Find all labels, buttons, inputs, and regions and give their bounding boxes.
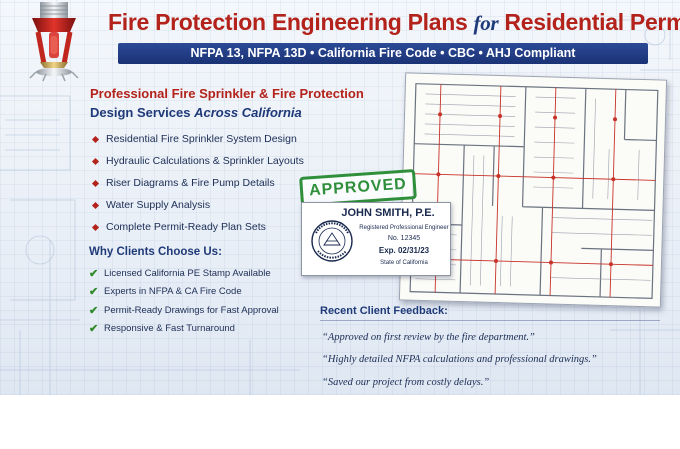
page-title: Fire Protection Engineering Plans for Re… [108,9,680,36]
subtitle-line-1: Professional Fire Sprinkler & Fire Prote… [90,86,364,101]
service-text: Residential Fire Sprinkler System Design [106,133,297,145]
list-item: ✔ Responsive & Fast Turnaround [89,320,279,339]
standards-banner: NFPA 13, NFPA 13D • California Fire Code… [118,43,648,64]
service-text: Hydraulic Calculations & Sprinkler Layou… [106,155,304,167]
why-text: Experts in NFPA & CA Fire Code [104,286,242,298]
red-diamond-bullet-icon [91,157,100,165]
services-list: Residential Fire Sprinkler System Design… [91,128,304,238]
services-subtitle: Professional Fire Sprinkler & Fire Prote… [90,84,364,122]
feedback-list: “Approved on first review by the fire de… [322,326,597,394]
list-item: “Saved our project from costly delays.” [322,376,490,388]
feedback-heading: Recent Client Feedback: [320,305,448,317]
list-item: “Highly detailed NFPA calculations and p… [322,354,597,366]
why-text: Responsive & Fast Turnaround [104,323,235,335]
title-end: Residential Permits [504,9,680,35]
list-item: “Approved on first review by the fire de… [322,331,535,343]
list-item: Hydraulic Calculations & Sprinkler Layou… [91,150,304,172]
title-main: Fire Protection Engineering Plans [108,9,468,35]
red-diamond-bullet-icon [91,223,100,231]
engineer-name: JOHN SMITH, P.E. [341,207,435,219]
green-checkmark-icon: ✔ [89,323,99,336]
why-text: Permit-Ready Drawings for Fast Approval [104,304,279,316]
subtitle-line-2: Design Services Across California [90,103,364,122]
list-item: ✔ Licensed California PE Stamp Available [89,264,279,283]
green-checkmark-icon: ✔ [89,286,99,299]
list-item: Complete Permit-Ready Plan Sets [91,216,304,238]
green-checkmark-icon: ✔ [89,267,99,280]
why-text: Licensed California PE Stamp Available [104,267,271,279]
service-text: Water Supply Analysis [106,199,211,211]
why-heading: Why Clients Choose Us: [89,246,222,258]
license-state: State of California [380,260,428,266]
license-expiry: Exp. 02/31/23 [378,246,430,255]
title-for: for [473,11,499,35]
service-text: Complete Permit-Ready Plan Sets [106,221,266,233]
list-item: Residential Fire Sprinkler System Design [91,128,304,150]
engineer-title: Registered Professional Engineer [359,225,449,231]
red-diamond-bullet-icon [91,179,100,187]
engineer-seal-icon [311,220,353,262]
ad-poster: Fire Protection Engineering Plans for Re… [0,0,680,395]
background-blueprint-lines [0,19,680,395]
red-diamond-bullet-icon [91,135,100,143]
subtitle-line-2b: Across California [194,105,302,120]
list-item: ✔ Experts in NFPA & CA Fire Code [89,283,279,302]
why-list: ✔Licensed California PE Stamp Available … [89,264,279,338]
pe-stamp-card: JOHN SMITH, P.E. Registered Professional… [301,202,451,276]
list-item: ✔ Permit-Ready Drawings for Fast Approval [89,301,279,320]
subtitle-line-2a: Design Services [90,105,191,120]
list-item: Water Supply Analysis [91,194,304,216]
list-item: Riser Diagrams & Fire Pump Details [91,172,304,194]
service-text: Riser Diagrams & Fire Pump Details [106,177,275,189]
license-number: No. 12345 [387,235,421,242]
green-checkmark-icon: ✔ [89,304,99,317]
feedback-divider [320,320,660,321]
red-diamond-bullet-icon [91,201,100,209]
fire-sprinkler-head-icon [29,2,79,82]
